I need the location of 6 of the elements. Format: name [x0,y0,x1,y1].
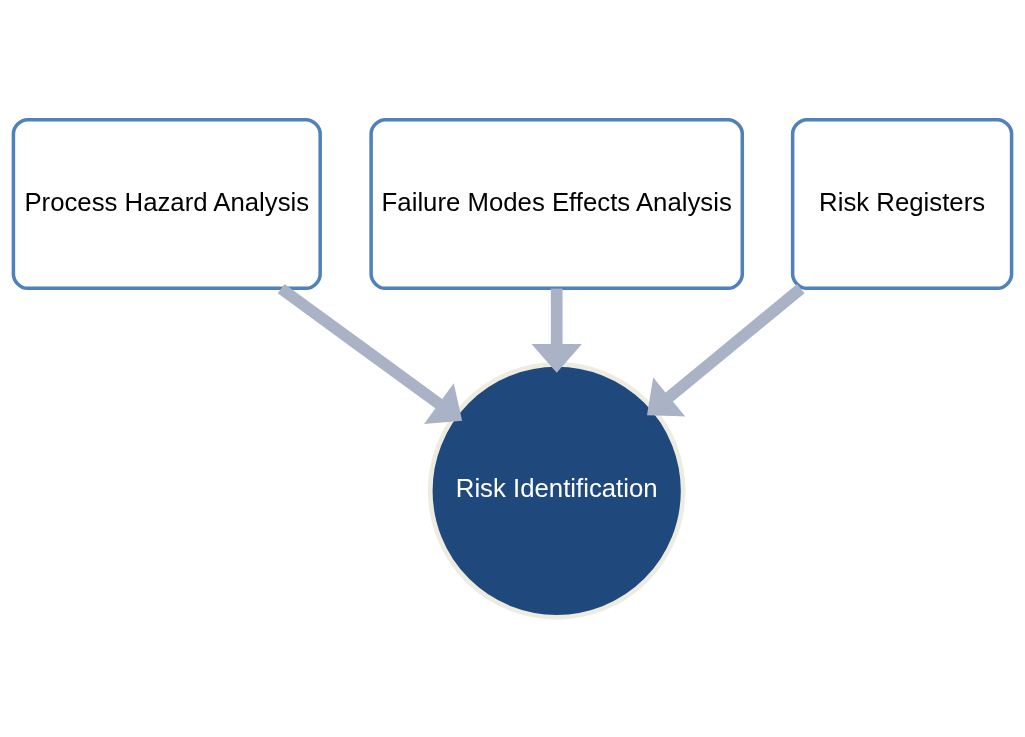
node-box: Process Hazard Analysis [11,117,322,291]
node-box: Risk Registers [790,117,1014,291]
arrow [277,283,463,425]
node-box: Failure Modes Effects Analysis [369,117,745,291]
arrow [646,284,805,417]
arrow [531,288,582,373]
